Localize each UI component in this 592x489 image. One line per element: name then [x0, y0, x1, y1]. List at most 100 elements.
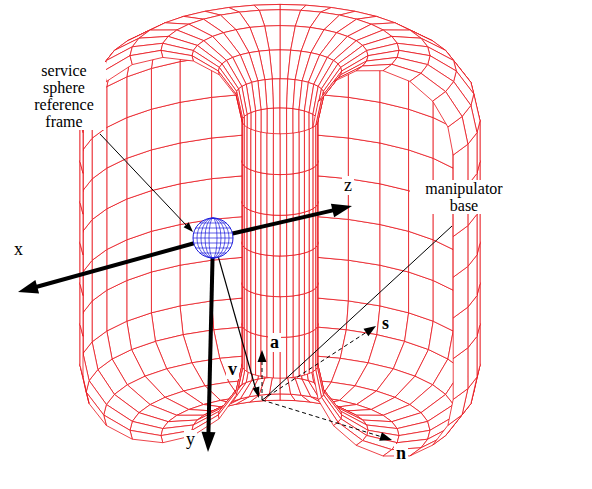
frame-axis — [262, 400, 382, 437]
vessel-panel — [256, 131, 261, 173]
vessel-panel — [309, 168, 313, 211]
vessel-panel — [192, 56, 219, 75]
frame-axis — [262, 331, 368, 400]
vessel-panel — [236, 91, 243, 121]
vessel-panel — [261, 132, 267, 174]
vessel-panel — [218, 392, 236, 419]
axis-arrowhead — [331, 204, 352, 218]
vessel-panel — [313, 125, 316, 168]
vessel-panel — [267, 296, 273, 337]
vessel-panel — [299, 253, 304, 295]
vessel-panel — [256, 294, 261, 336]
vessel-panel — [380, 143, 409, 191]
vessel-panel — [293, 132, 299, 174]
vessel-panel — [218, 71, 236, 97]
vessel-panel — [315, 216, 349, 260]
vessel-panel — [433, 92, 462, 127]
vessel-panel — [299, 334, 304, 376]
vessel-panel — [334, 66, 363, 82]
vessel-panel — [256, 172, 261, 214]
vessel-panel — [86, 392, 106, 425]
vessel-panel — [287, 133, 293, 174]
vessel-panel — [287, 337, 293, 378]
annotation-label: manipulator base — [410, 180, 518, 214]
vessel-panel — [348, 260, 380, 306]
vessel-panel — [280, 174, 287, 215]
vessel-panel — [309, 290, 313, 333]
sphere-parallel — [193, 238, 233, 239]
vessel-panel — [304, 333, 309, 375]
vessel-panel — [267, 174, 273, 215]
vessel-panel — [180, 179, 212, 225]
vessel-panel — [299, 294, 304, 336]
vessel-panel — [273, 256, 280, 297]
vessel-panel — [304, 129, 309, 171]
vessel-panel — [309, 127, 313, 170]
vessel-panel — [151, 184, 180, 232]
vessel-panel — [244, 166, 247, 209]
vessel-panel — [280, 256, 287, 297]
vessel-panel — [212, 298, 247, 330]
vessel-panel — [314, 298, 349, 330]
vessel-panel — [346, 301, 380, 335]
vessel-panel — [180, 138, 212, 184]
vessel-panel — [247, 127, 251, 170]
vessel-panel — [151, 102, 180, 150]
sphere-parallel — [196, 228, 231, 229]
vessel-panel — [324, 67, 342, 94]
vessel-panel — [180, 97, 212, 143]
vessel-panel — [348, 97, 380, 143]
vessel-panel — [299, 172, 304, 214]
vessel-panel — [304, 251, 309, 293]
axis-shaft — [31, 238, 213, 288]
vessel-wireframe — [80, 4, 480, 456]
vector-line — [213, 238, 256, 390]
vessel-panel — [287, 174, 293, 215]
vessel-panel — [313, 288, 316, 331]
vessel-panel — [218, 67, 236, 94]
vessel-panel — [348, 219, 380, 265]
vessel-panel — [267, 133, 273, 174]
frame-vectors — [18, 134, 452, 452]
vessel-panel — [304, 292, 309, 334]
vessel-panel — [151, 265, 180, 313]
vessel-panel — [380, 265, 409, 313]
vessel-panel — [313, 99, 322, 127]
vessel-panel — [318, 397, 338, 425]
vector-label: n — [394, 444, 408, 463]
vessel-panel — [104, 56, 133, 82]
vector-label: a — [268, 333, 281, 352]
vessel-panel — [261, 254, 267, 296]
vessel-panel — [287, 255, 293, 296]
vessel-panel — [130, 430, 163, 442]
vessel-panel — [151, 143, 180, 191]
service-sphere — [193, 218, 233, 258]
sphere-parallel — [200, 223, 226, 224]
vessel-panel — [318, 78, 338, 101]
axis-label: z — [342, 176, 354, 195]
vessel-panel — [293, 254, 299, 296]
vessel-panel — [180, 301, 214, 335]
vessel-panel — [251, 333, 256, 375]
frame-arrowhead — [258, 350, 267, 362]
vessel-panel — [287, 296, 293, 337]
vessel-panel — [256, 212, 261, 254]
vector-label: s — [380, 314, 391, 333]
axis-arrowhead — [18, 280, 39, 294]
vessel-panel — [273, 174, 280, 215]
frame-arrowhead — [379, 432, 392, 441]
vessel-panel — [334, 422, 363, 445]
vector-arrowhead — [253, 387, 260, 399]
vessel-panel — [380, 184, 409, 232]
vessel-panel — [244, 207, 247, 250]
vessel-panel — [273, 134, 280, 175]
vessel-panel — [251, 170, 256, 212]
vessel-panel — [244, 288, 247, 331]
vessel-panel — [315, 135, 349, 179]
vessel-panel — [380, 225, 409, 273]
sphere-parallel — [200, 253, 226, 254]
vessel-panel — [251, 129, 256, 171]
vessel-panel — [247, 250, 251, 293]
vessel-panel — [267, 215, 273, 256]
